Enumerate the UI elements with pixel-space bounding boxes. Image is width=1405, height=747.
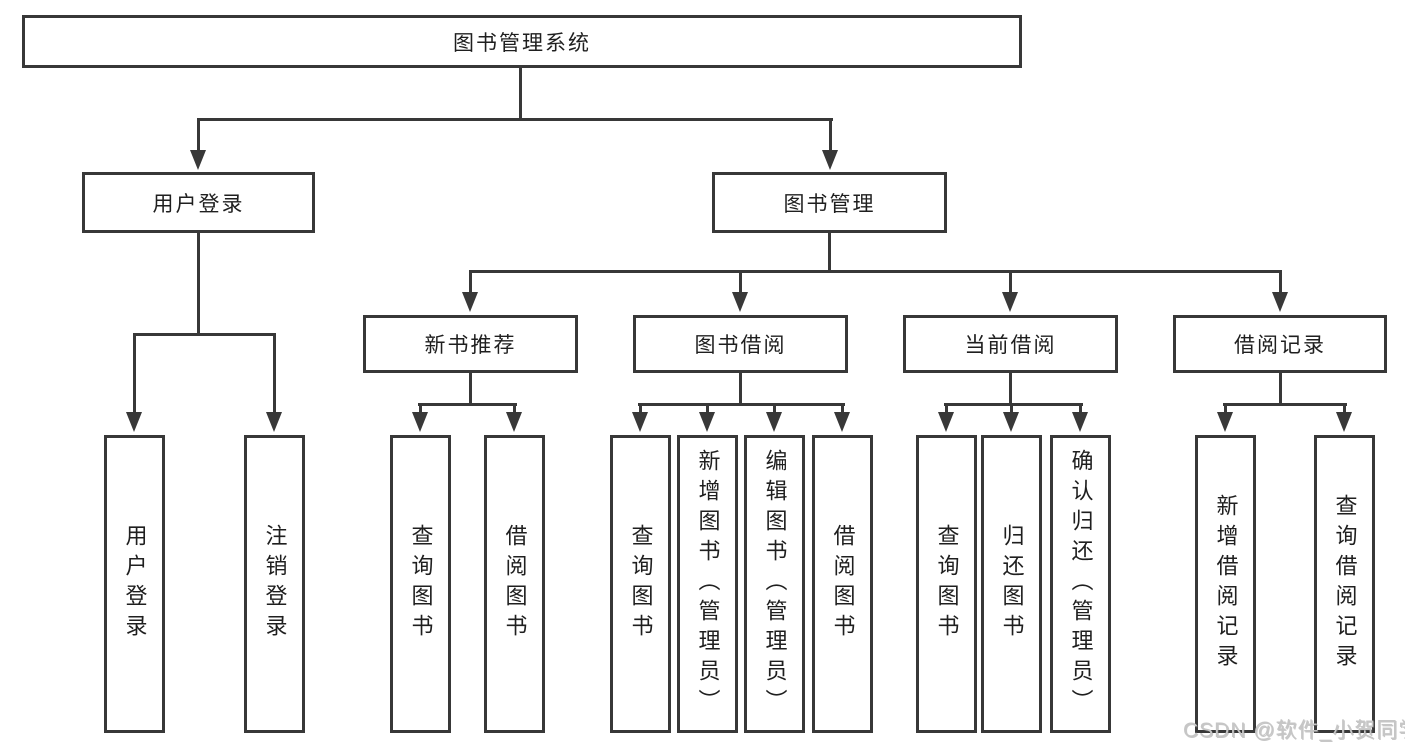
node-book-management: 图书管理 [712, 172, 947, 233]
connector-group-crossbar [418, 403, 517, 406]
connector-to-leaf [1224, 406, 1227, 414]
leaf-label: 注销登录 [262, 524, 288, 644]
arrow-down-icon [699, 412, 715, 432]
leaf-label: 查询借阅记录 [1332, 494, 1358, 674]
node-user-login: 用户登录 [82, 172, 315, 233]
leaf-return-books: 归还图书 [981, 435, 1042, 733]
connector-group-crossbar [944, 403, 1083, 406]
node-borrow-records: 借阅记录 [1173, 315, 1387, 373]
node-label: 图书管理系统 [453, 31, 591, 55]
connector-to-leaf [1010, 406, 1013, 414]
connector-to-user-login [197, 120, 200, 152]
arrow-down-icon [938, 412, 954, 432]
connector-to-leaf [1343, 406, 1346, 414]
arrow-down-icon [462, 292, 478, 312]
leaf-add-books-admin: 新增图书（管理员） [677, 435, 738, 733]
connector-to-borrow-records [1279, 273, 1282, 293]
leaf-query-books-current: 查询图书 [916, 435, 977, 733]
leaf-label: 查询图书 [408, 524, 434, 644]
connector-root-stem [519, 68, 522, 120]
leaf-label: 借阅图书 [502, 524, 528, 644]
connector-group-stem [1279, 372, 1282, 406]
leaf-borrow-books: 借阅图书 [812, 435, 873, 733]
connector-to-leaf [513, 406, 516, 414]
connector-to-leaf [841, 406, 844, 414]
connector-user-login-crossbar [133, 333, 276, 336]
connector-to-leaf [945, 406, 948, 414]
connector-to-book-borrow [739, 273, 742, 293]
csdn-watermark: CSDN @软件_小贺同学 [1183, 719, 1405, 742]
leaf-edit-books-admin: 编辑图书（管理员） [744, 435, 805, 733]
connector-to-leaf [706, 406, 709, 414]
arrow-down-icon [1002, 292, 1018, 312]
node-label: 新书推荐 [424, 334, 517, 357]
node-book-borrow: 图书借阅 [633, 315, 848, 373]
arrow-down-icon [1217, 412, 1233, 432]
connector-root-crossbar [197, 118, 833, 121]
node-label: 当前借阅 [964, 334, 1057, 357]
node-root-library-system: 图书管理系统 [22, 15, 1022, 68]
connector-to-book-management [829, 120, 832, 152]
leaf-user-login: 用户登录 [104, 435, 165, 733]
arrow-down-icon [506, 412, 522, 432]
leaf-label: 查询图书 [628, 524, 654, 644]
connector-group-stem [469, 372, 472, 406]
leaf-label: 编辑图书（管理员） [762, 449, 788, 719]
leaf-label: 确认归还（管理员） [1068, 449, 1094, 719]
node-new-book-recommend: 新书推荐 [363, 315, 578, 373]
arrow-down-icon [266, 412, 282, 432]
node-label: 图书借阅 [694, 334, 787, 357]
leaf-query-books-recommend: 查询图书 [390, 435, 451, 733]
arrow-down-icon [766, 412, 782, 432]
arrow-down-icon [1003, 412, 1019, 432]
node-current-borrow: 当前借阅 [903, 315, 1118, 373]
node-label: 借阅记录 [1234, 334, 1326, 357]
arrow-down-icon [834, 412, 850, 432]
connector-to-leaf [773, 406, 776, 414]
connector-to-leaf [419, 406, 422, 414]
node-label: 用户登录 [152, 192, 245, 216]
connector-user-login-stem [197, 233, 200, 336]
arrow-down-icon [190, 150, 206, 170]
arrow-down-icon [1272, 292, 1288, 312]
connector-to-leaf [133, 336, 136, 413]
connector-book-mgmt-crossbar [469, 270, 1282, 273]
leaf-query-books-borrow: 查询图书 [610, 435, 671, 733]
arrow-down-icon [1336, 412, 1352, 432]
leaf-label: 借阅图书 [830, 524, 856, 644]
connector-to-leaf [639, 406, 642, 414]
leaf-label: 新增借阅记录 [1213, 494, 1239, 674]
arrow-down-icon [732, 292, 748, 312]
leaf-logout: 注销登录 [244, 435, 305, 733]
leaf-label: 归还图书 [999, 524, 1025, 644]
arrow-down-icon [822, 150, 838, 170]
connector-book-mgmt-stem [828, 233, 831, 273]
connector-to-new-book [469, 273, 472, 293]
leaf-query-borrow-record: 查询借阅记录 [1314, 435, 1375, 733]
connector-group-crossbar [638, 403, 845, 406]
connector-to-leaf [1079, 406, 1082, 414]
node-label: 图书管理 [783, 192, 876, 216]
connector-group-stem [1009, 372, 1012, 406]
arrow-down-icon [1072, 412, 1088, 432]
leaf-label: 用户登录 [122, 524, 148, 644]
arrow-down-icon [126, 412, 142, 432]
connector-to-leaf [273, 336, 276, 413]
arrow-down-icon [412, 412, 428, 432]
leaf-add-borrow-record: 新增借阅记录 [1195, 435, 1256, 733]
arrow-down-icon [632, 412, 648, 432]
connector-group-stem [739, 372, 742, 406]
leaf-confirm-return-admin: 确认归还（管理员） [1050, 435, 1111, 733]
leaf-borrow-books-recommend: 借阅图书 [484, 435, 545, 733]
leaf-label: 新增图书（管理员） [695, 449, 721, 719]
connector-group-crossbar [1223, 403, 1347, 406]
connector-to-current-borrow [1009, 273, 1012, 293]
leaf-label: 查询图书 [934, 524, 960, 644]
